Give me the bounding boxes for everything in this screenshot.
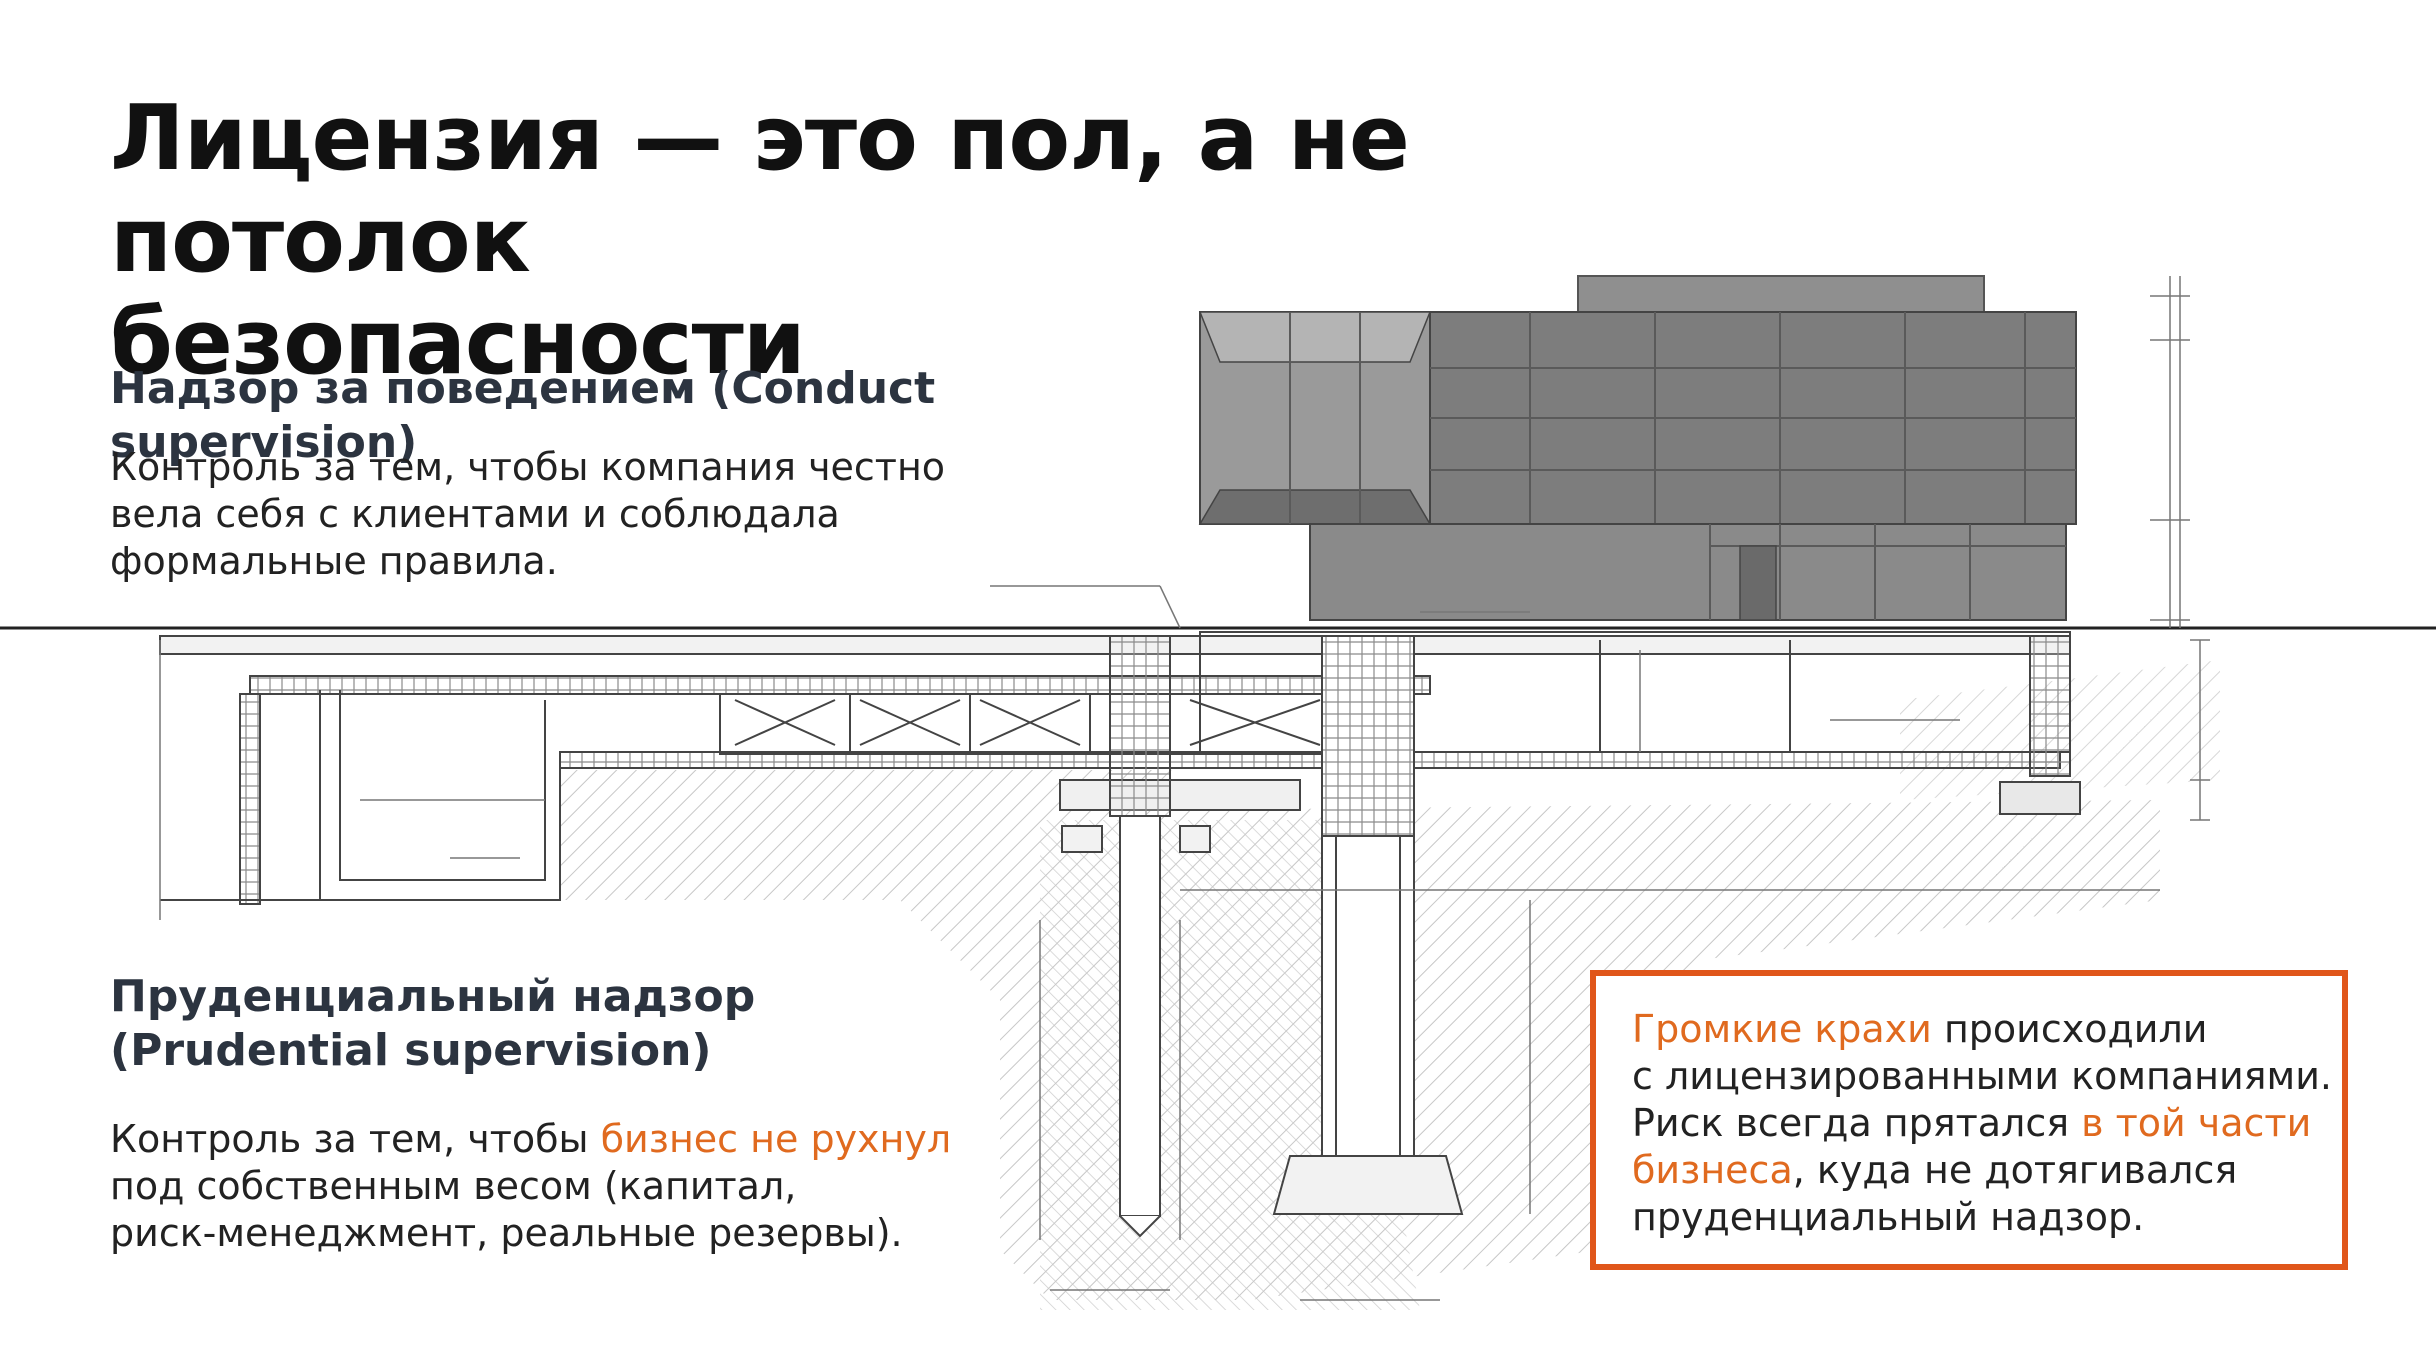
- prudential-heading-line-2: (Prudential supervision): [110, 1025, 712, 1076]
- prudential-body-line-2: под собственным весом (капитал,: [110, 1164, 797, 1208]
- callout-highlight: бизнеса: [1632, 1148, 1793, 1192]
- conduct-supervision-text: Контроль за тем, чтобы компания честно в…: [110, 444, 1010, 585]
- callout-text: Громкие крахи происходили с лицензирован…: [1632, 1006, 2332, 1241]
- prudential-highlight: бизнес не рухнул: [600, 1117, 952, 1161]
- prudential-supervision-heading: Пруденциальный надзор (Prudential superv…: [110, 970, 810, 1078]
- slide-title: Лицензия — это пол, а не потолок безопас…: [110, 88, 1810, 394]
- callout-line-4: бизнеса, куда не дотягивался: [1632, 1147, 2332, 1194]
- callout-text-part: происходили: [1931, 1007, 2208, 1051]
- callout-line-3: Риск всегда прятался в той части: [1632, 1100, 2332, 1147]
- dimension-lines: [159, 276, 2210, 1301]
- conduct-supervision-heading: Надзор за поведением (Conduct supervisio…: [110, 362, 1210, 470]
- building-upper: [1198, 275, 2077, 621]
- callout-text-part: , куда не дотягивался: [1792, 1148, 2238, 1192]
- callout-highlight: Громкие крахи: [1632, 1007, 1932, 1051]
- callout-line-5: пруденциальный надзор.: [1632, 1195, 2145, 1239]
- conduct-body-line: Контроль за тем, чтобы компания честно: [110, 445, 946, 489]
- piles: [1061, 635, 1464, 1238]
- conduct-body-line: формальные правила.: [110, 539, 558, 583]
- title-line-2: безопасности: [110, 290, 806, 395]
- prudential-heading-line-1: Пруденциальный надзор: [110, 971, 756, 1022]
- callout-highlight: в той части: [2081, 1101, 2312, 1145]
- prudential-body-line-3: риск-менеджмент, реальные резервы).: [110, 1211, 903, 1255]
- title-line-1: Лицензия — это пол, а не потолок: [110, 86, 1410, 293]
- conduct-heading-text: Надзор за поведением (Conduct supervisio…: [110, 363, 936, 468]
- callout-line-1: Громкие крахи происходили: [1632, 1006, 2332, 1053]
- prudential-supervision-text: Контроль за тем, чтобы бизнес не рухнул …: [110, 1116, 1060, 1257]
- prudential-body-text: Контроль за тем, чтобы: [110, 1117, 601, 1161]
- callout-text-part: Риск всегда прятался: [1632, 1101, 2082, 1145]
- prudential-body-line-1: Контроль за тем, чтобы бизнес не рухнул: [110, 1116, 1060, 1163]
- callout-line-2: с лицензированными компаниями.: [1632, 1054, 2332, 1098]
- conduct-body-line: вела себя с клиентами и соблюдала: [110, 492, 840, 536]
- callout-box: Громкие крахи происходили с лицензирован…: [1590, 970, 2348, 1270]
